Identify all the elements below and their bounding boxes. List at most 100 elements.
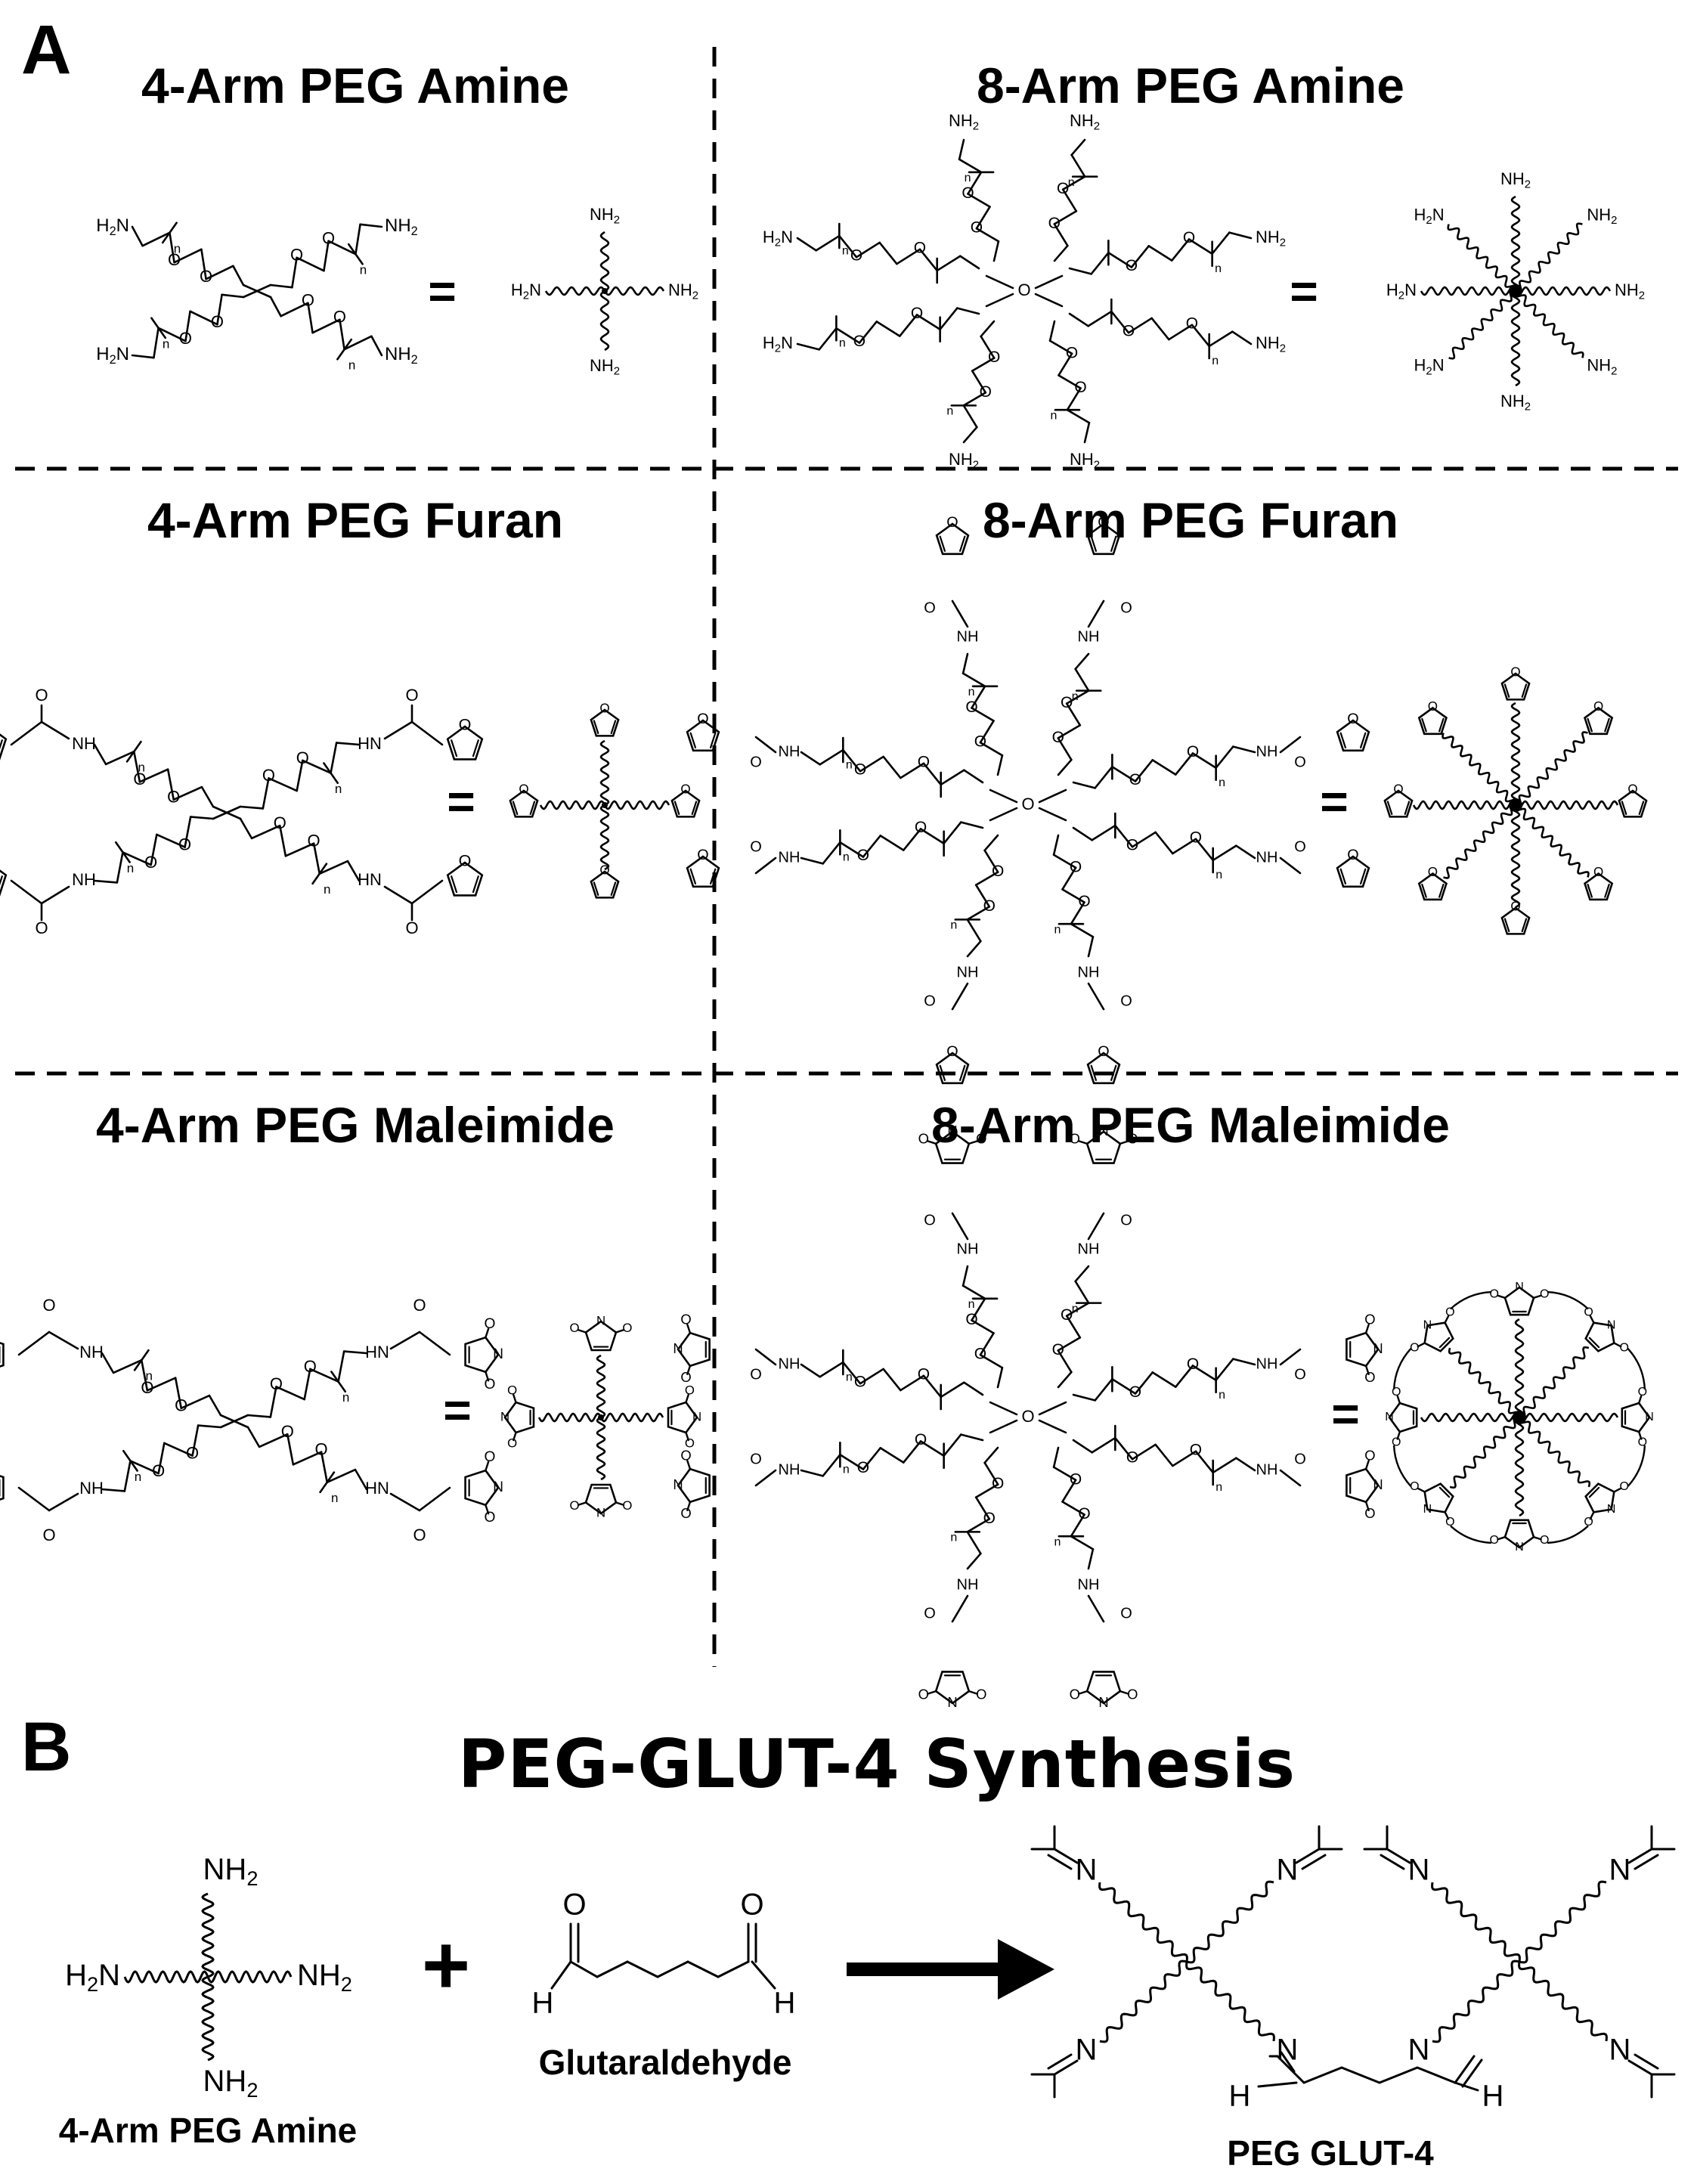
ether-oxygen: O xyxy=(911,305,923,322)
furan-ring-icon: O xyxy=(0,733,8,761)
peg-chain xyxy=(1448,1347,1522,1418)
carbonyl-oxygen: O xyxy=(1619,1480,1628,1493)
maleimide-ring-icon: OON xyxy=(1621,1386,1654,1449)
ether-oxygen: O xyxy=(992,1475,1004,1492)
repeat-unit-n: n xyxy=(335,782,342,796)
carbonyl-oxygen: O xyxy=(1364,1369,1375,1385)
ether-oxygen: O xyxy=(983,1510,996,1527)
ether-oxygen: O xyxy=(850,247,862,265)
repeat-unit-n: n xyxy=(950,919,957,932)
imide-nitrogen: N xyxy=(1515,1541,1524,1554)
maleimide-ring-icon: OON xyxy=(667,1383,701,1450)
carbonyl-oxygen: O xyxy=(1294,1451,1306,1467)
carbonyl-oxygen: O xyxy=(405,919,418,937)
ring-oxygen: O xyxy=(1428,865,1438,879)
carbonyl-oxygen: O xyxy=(1445,1306,1454,1319)
carbonyl-oxygen: O xyxy=(1294,1366,1306,1383)
carbonyl-oxygen: O xyxy=(622,1498,632,1513)
equals-row-2-left: = xyxy=(447,774,475,829)
title-8-arm-peg-amine: 8-Arm PEG Amine xyxy=(976,57,1405,113)
ring-oxygen: O xyxy=(1593,699,1603,714)
ring-oxygen: O xyxy=(599,702,609,716)
peg-chain xyxy=(603,800,670,810)
peg-chain xyxy=(1513,804,1590,878)
ether-oxygen: O xyxy=(200,267,212,286)
peg-chain xyxy=(1420,286,1517,296)
aldehyde-hydrogen: H xyxy=(774,1987,796,2020)
carbonyl-oxygen: O xyxy=(750,754,762,770)
peg-chain xyxy=(1448,289,1516,360)
repeat-unit-n: n xyxy=(324,882,330,897)
equals-row-3-right: = xyxy=(1331,1386,1359,1441)
maleimide-ring-icon: OON xyxy=(1346,1448,1383,1521)
amine-label: H2N xyxy=(763,228,793,249)
repeat-unit-n: n xyxy=(839,336,846,349)
maleimide-ring-icon: OON xyxy=(1489,1281,1550,1316)
maleimide-ring-icon: OON xyxy=(1410,1480,1455,1529)
imide-nitrogen: N xyxy=(1373,1476,1383,1492)
carbonyl-oxygen: O xyxy=(1120,993,1132,1009)
panel-a-letter: A xyxy=(21,11,72,88)
ether-oxygen: O xyxy=(853,333,866,350)
ether-oxygen: O xyxy=(178,835,191,853)
peg-chain xyxy=(537,1412,602,1423)
ether-oxygen: O xyxy=(1129,771,1141,788)
label-peg-glut-4: PEG GLUT-4 xyxy=(1227,2133,1434,2173)
repeat-unit-n: n xyxy=(965,172,971,184)
carbonyl-oxygen: O xyxy=(976,1130,986,1146)
imide-nitrogen: N xyxy=(1098,1123,1108,1138)
amine-label: NH2 xyxy=(1070,111,1100,133)
ether-oxygen: O xyxy=(915,1431,927,1448)
equals-sign: = xyxy=(447,774,475,829)
imide-nitrogen: N xyxy=(493,1479,503,1495)
equals-sign: = xyxy=(1290,264,1318,318)
peg-chain xyxy=(1517,1417,1591,1488)
ether-oxygen: O xyxy=(1078,893,1090,910)
ether-oxygen: O xyxy=(918,753,930,770)
carbonyl-oxygen: O xyxy=(1584,1516,1593,1529)
amide-nh: NH xyxy=(1256,1461,1278,1478)
imine-hydrogen: H xyxy=(1229,2080,1251,2113)
equals-sign: = xyxy=(1331,1386,1359,1441)
ring-oxygen: O xyxy=(519,782,528,797)
core-oxygen: O xyxy=(1021,1407,1034,1426)
ether-oxygen: O xyxy=(857,1459,869,1476)
ether-oxygen: O xyxy=(1187,1355,1199,1373)
equals-sign: = xyxy=(1320,774,1348,829)
imide-nitrogen: N xyxy=(1098,1694,1108,1710)
ether-oxygen: O xyxy=(983,897,996,915)
ether-oxygen: O xyxy=(1190,829,1202,846)
ether-oxygen: O xyxy=(965,699,977,716)
repeat-unit-n: n xyxy=(1219,1389,1225,1402)
furan-ring-icon: O xyxy=(1336,847,1370,888)
peg-chain xyxy=(1510,804,1521,909)
carbonyl-oxygen: O xyxy=(1120,599,1132,616)
carbonyl-oxygen: O xyxy=(35,919,48,937)
title-4-arm-peg-maleimide: 4-Arm PEG Maleimide xyxy=(96,1097,615,1153)
carbonyl-oxygen: O xyxy=(1364,1312,1375,1327)
repeat-unit-n: n xyxy=(1215,869,1222,881)
carbonyl-oxygen: O xyxy=(750,838,762,855)
imine-nitrogen: N xyxy=(1408,1854,1430,1887)
ether-oxygen: O xyxy=(962,184,974,202)
core-atom xyxy=(598,1414,604,1420)
amine-label: H2N xyxy=(763,333,793,355)
furan-ring-icon: O xyxy=(0,869,8,897)
peg-chain xyxy=(596,1354,606,1419)
imide-nitrogen: N xyxy=(1373,1340,1383,1356)
ether-oxygen: O xyxy=(992,863,1004,880)
carbonyl-oxygen: O xyxy=(976,1686,986,1702)
title-4-arm-peg-amine: 4-Arm PEG Amine xyxy=(141,57,570,113)
maleimide-ring-icon: OON xyxy=(464,1316,503,1392)
repeat-unit-n: n xyxy=(968,1298,975,1311)
repeat-unit-n: n xyxy=(360,263,367,277)
ether-oxygen: O xyxy=(974,1346,986,1363)
furan-ring-icon: O xyxy=(446,851,484,897)
carbonyl-oxygen: O xyxy=(42,1526,55,1544)
ring-oxygen: O xyxy=(459,715,472,734)
amide-nh: NH xyxy=(1078,1241,1100,1257)
ring-oxygen: O xyxy=(1510,900,1520,914)
label-4-arm-peg-amine: 4-Arm PEG Amine xyxy=(58,2111,358,2150)
